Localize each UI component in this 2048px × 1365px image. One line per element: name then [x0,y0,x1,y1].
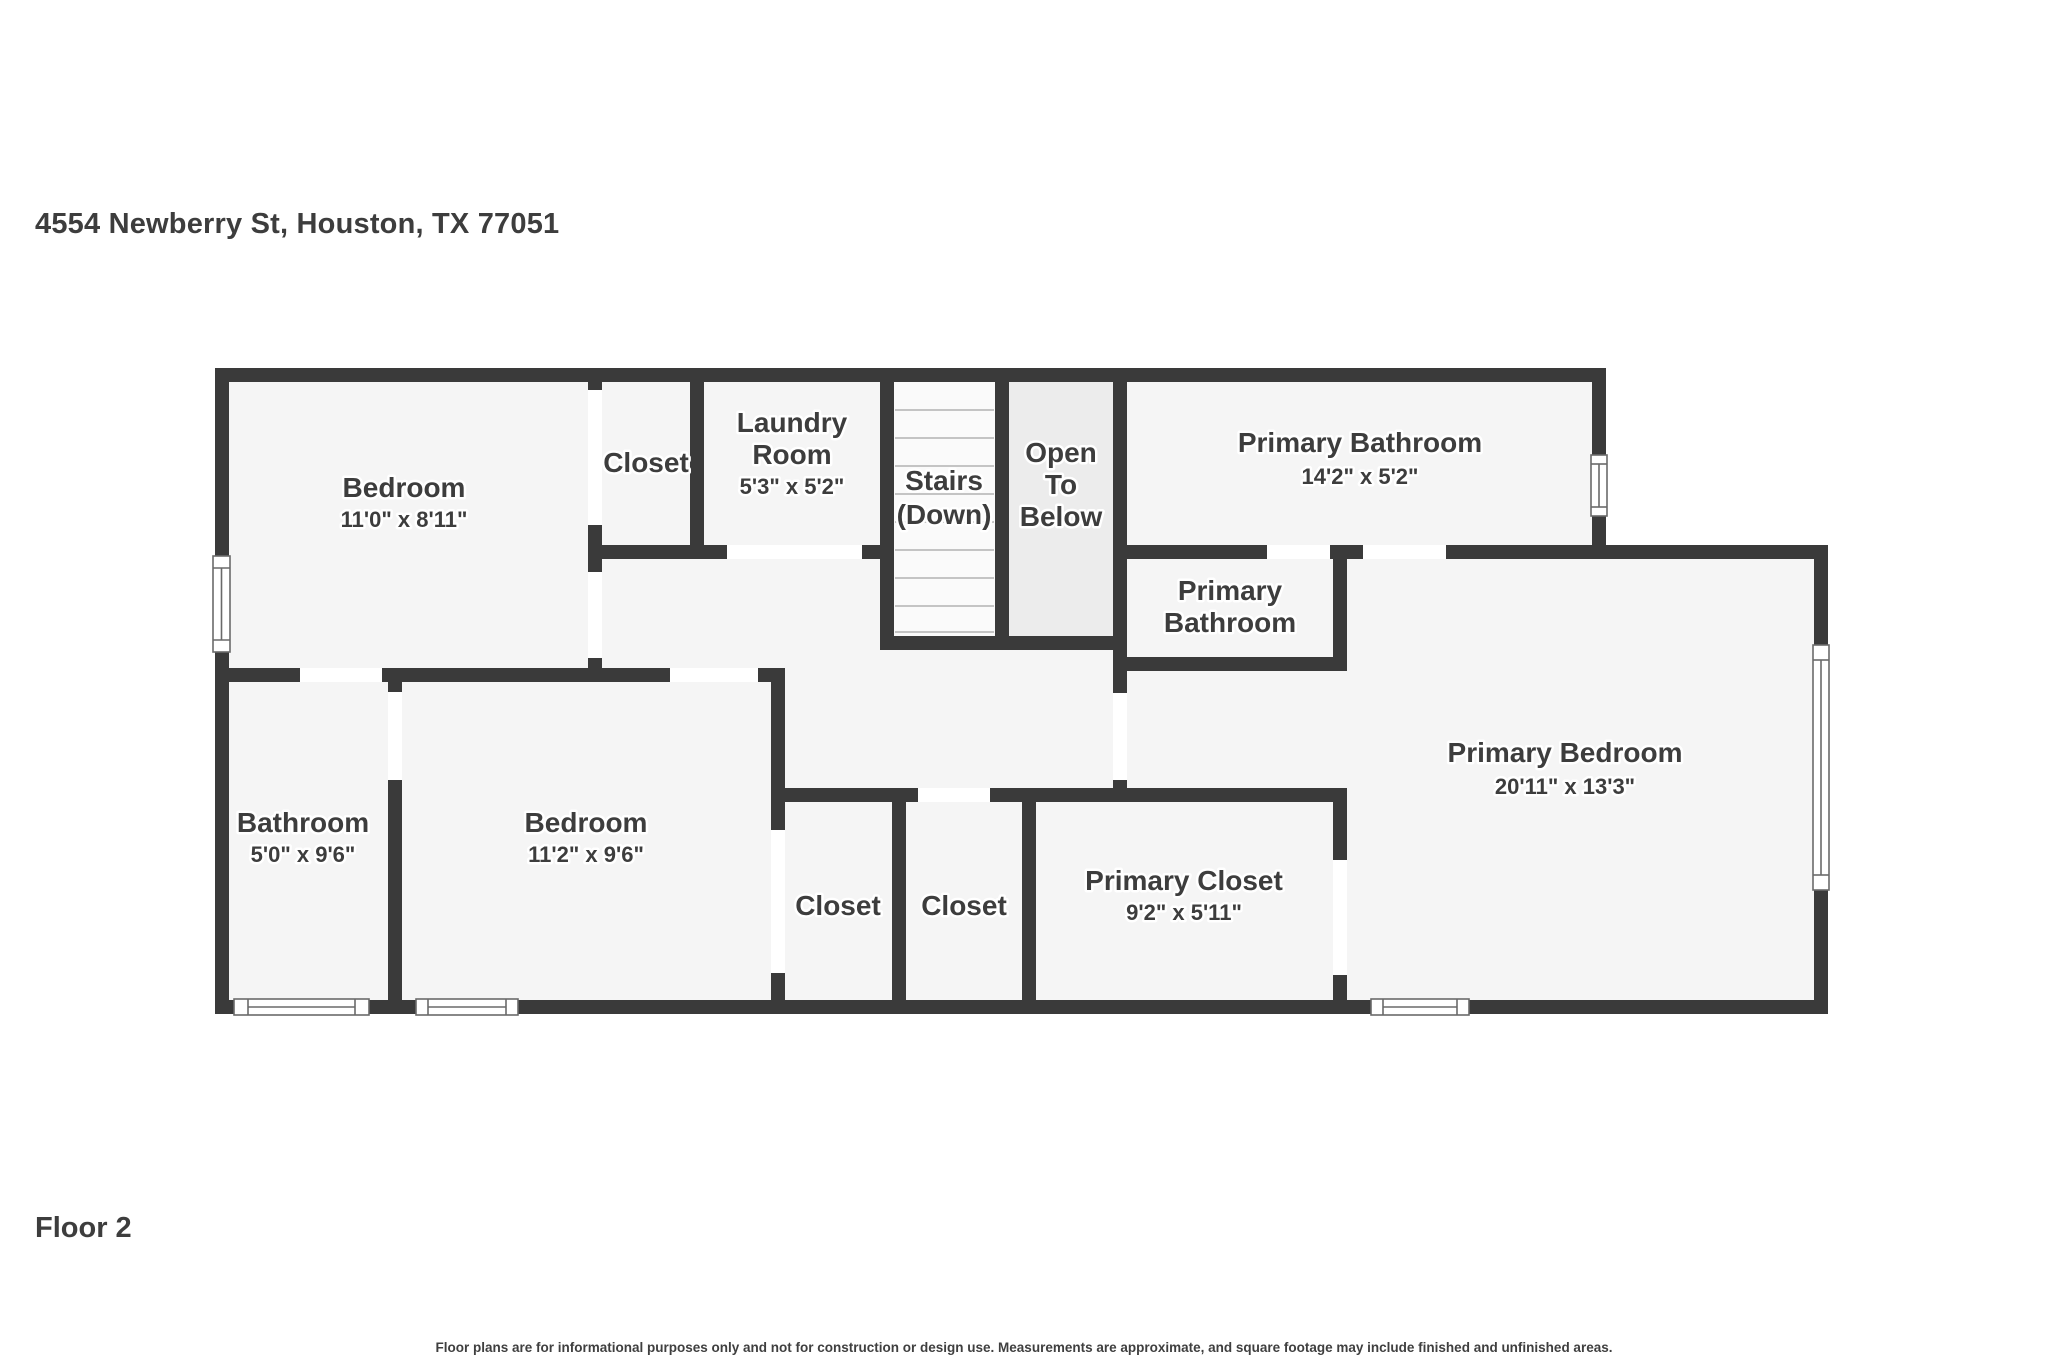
room-label-primary-bathroom-wc: Primary Bathroom [1161,573,1298,641]
stairs-area [894,382,995,636]
page-title: 4554 Newberry St, Houston, TX 77051 [35,208,560,240]
room-label-bathroom: Bathroom 5'0" x 9'6" [234,805,371,870]
window-icon [1590,454,1608,517]
svg-text:Primary: Primary [1178,575,1283,606]
svg-text:Primary Closet: Primary Closet [1085,865,1283,896]
svg-text:Bathroom: Bathroom [1164,607,1296,638]
svg-text:(Down): (Down) [897,499,992,530]
window-icon [212,555,231,653]
floor-label: Floor 2 [35,1212,132,1244]
svg-text:20'11" x 13'3": 20'11" x 13'3" [1495,774,1635,799]
svg-text:Bedroom: Bedroom [343,472,466,503]
svg-text:5'0" x 9'6": 5'0" x 9'6" [251,842,356,867]
window-icon [1812,644,1830,891]
disclaimer-text: Floor plans are for informational purpos… [435,1340,1613,1355]
svg-text:Closet: Closet [921,890,1007,921]
svg-text:Open: Open [1025,437,1097,468]
svg-text:14'2" x 5'2": 14'2" x 5'2" [1302,464,1419,489]
svg-text:Primary Bathroom: Primary Bathroom [1238,427,1482,458]
svg-text:Closet: Closet [603,447,689,478]
open-to-below-area [1009,382,1113,636]
window-icon [233,998,370,1016]
room-label-stairs: Stairs (Down) [894,463,994,533]
room-label-closet-top: Closet [601,445,692,481]
room-label-primary-bedroom: Primary Bedroom 20'11" x 13'3" [1445,735,1685,802]
svg-text:9'2" x 5'11": 9'2" x 5'11" [1126,900,1242,925]
room-label-primary-closet: Primary Closet 9'2" x 5'11" [1083,863,1286,928]
svg-text:11'2" x 9'6": 11'2" x 9'6" [528,842,644,867]
svg-text:Closet: Closet [795,890,881,921]
svg-text:Primary Bedroom: Primary Bedroom [1448,737,1683,768]
door-openings [300,390,1446,975]
svg-text:Bedroom: Bedroom [525,807,648,838]
window-icon [415,998,519,1016]
room-labels: Bedroom 11'0" x 8'11" Closet Laundry Roo… [234,405,1685,928]
room-label-bedroom-1: Bedroom 11'0" x 8'11" [338,470,470,535]
svg-text:Below: Below [1020,501,1103,532]
svg-text:11'0" x 8'11": 11'0" x 8'11" [341,507,468,532]
room-label-open-to-below: Open To Below [1017,435,1105,535]
svg-text:Laundry: Laundry [737,407,848,438]
svg-text:To: To [1045,469,1077,500]
floor-area [215,368,1828,1014]
svg-text:Bathroom: Bathroom [237,807,369,838]
room-label-laundry-room: Laundry Room 5'3" x 5'2" [734,405,850,502]
room-label-primary-bathroom: Primary Bathroom 14'2" x 5'2" [1235,425,1484,492]
svg-text:Room: Room [752,439,831,470]
room-label-closet-1: Closet [793,888,884,924]
room-label-closet-2: Closet [919,888,1010,924]
window-icon [1370,998,1470,1016]
room-label-bedroom-2: Bedroom 11'2" x 9'6" [522,805,650,870]
windows [212,454,1830,1016]
svg-text:Stairs: Stairs [905,465,983,496]
svg-text:5'3" x 5'2": 5'3" x 5'2" [740,474,845,499]
